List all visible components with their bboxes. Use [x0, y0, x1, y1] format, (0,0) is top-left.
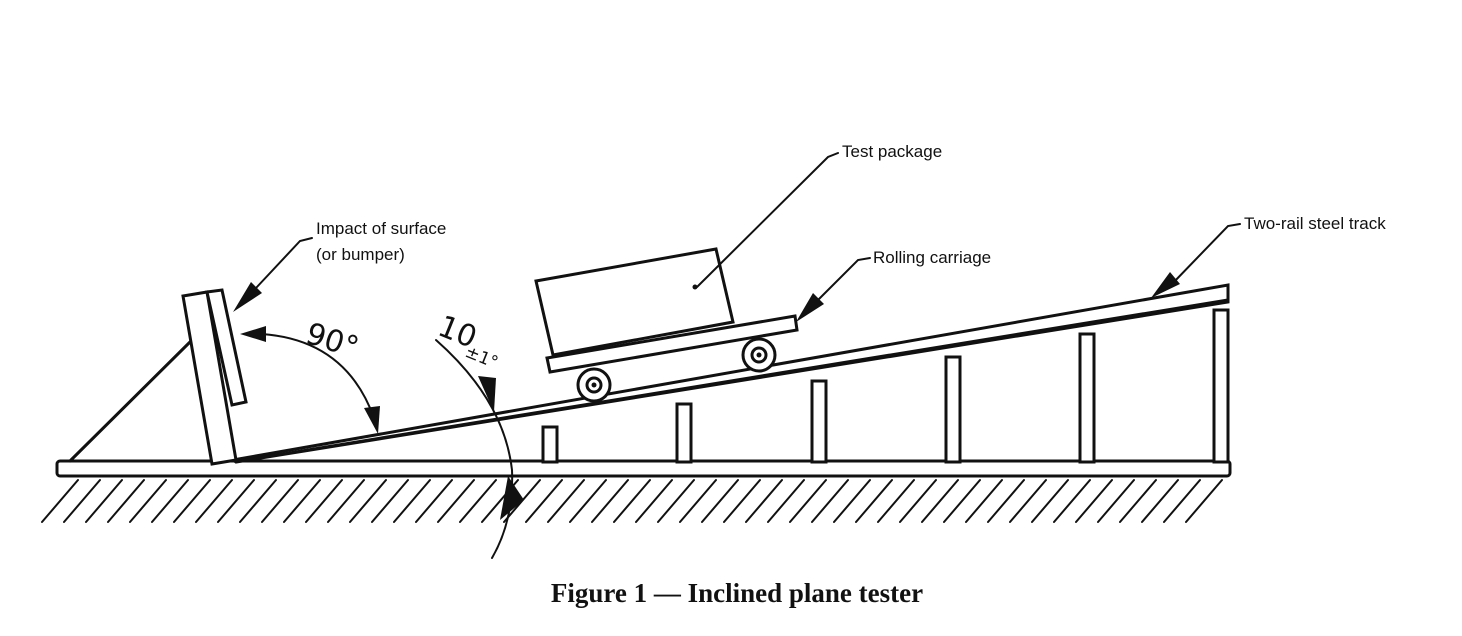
figure-caption: Figure 1 — Inclined plane tester: [551, 578, 923, 608]
hatch-line: [195, 479, 233, 523]
label-impact-surface-line1: Impact of surface: [316, 219, 446, 238]
hatch-line: [107, 479, 145, 523]
label-angle-90: 90°: [302, 316, 363, 366]
leader-rolling-carriage: [796, 257, 871, 322]
test-package: [534, 247, 735, 357]
hatch-line: [1163, 479, 1201, 523]
hatch-line: [811, 479, 849, 523]
hatch-line: [657, 479, 695, 523]
hatch-line: [943, 479, 981, 523]
carriage-wheel-front: [576, 367, 612, 403]
hatch-line: [613, 479, 651, 523]
track-supports: [541, 308, 1230, 464]
hatch-line: [877, 479, 915, 523]
hatch-line: [591, 479, 629, 523]
hatch-line: [789, 479, 827, 523]
label-rolling-carriage: Rolling carriage: [873, 248, 991, 267]
hatch-line: [745, 479, 783, 523]
hatch-line: [63, 479, 101, 523]
hatch-line: [525, 479, 563, 523]
right-angle-arc: [240, 326, 380, 434]
hatch-line: [855, 479, 893, 523]
hatch-line: [767, 479, 805, 523]
hatch-line: [635, 479, 673, 523]
hatch-line: [1097, 479, 1135, 523]
hatch-line: [899, 479, 937, 523]
hatch-line: [701, 479, 739, 523]
hatch-line: [217, 479, 255, 523]
hatch-line: [129, 479, 167, 523]
hatch-line: [41, 479, 79, 523]
hatch-line: [151, 479, 189, 523]
label-two-rail-track: Two-rail steel track: [1244, 214, 1386, 233]
hatch-line: [305, 479, 343, 523]
hatch-line: [921, 479, 959, 523]
hatch-line: [569, 479, 607, 523]
hatch-line: [85, 479, 123, 523]
hatch-line: [239, 479, 277, 523]
hatch-line: [965, 479, 1003, 523]
hatch-line: [1053, 479, 1091, 523]
hatch-line: [547, 479, 585, 523]
hatch-line: [723, 479, 761, 523]
hatch-line: [459, 479, 497, 523]
hatch-line: [1009, 479, 1047, 523]
hatch-line: [987, 479, 1025, 523]
carriage-wheel-rear: [741, 337, 777, 373]
leader-test-package: [696, 152, 839, 288]
hatch-line: [173, 479, 211, 523]
hatch-line: [1075, 479, 1113, 523]
hatch-line: [261, 479, 299, 523]
hatch-line: [415, 479, 453, 523]
hatch-line: [437, 479, 475, 523]
hatch-line: [1119, 479, 1157, 523]
hatch-line: [371, 479, 409, 523]
hatch-line: [349, 479, 387, 523]
hatch-line: [679, 479, 717, 523]
hatch-line: [1031, 479, 1069, 523]
leader-impact-surface: [233, 237, 313, 312]
hatch-line: [1141, 479, 1179, 523]
base-rail: [55, 459, 1232, 478]
ground-hatching: [41, 479, 1223, 523]
label-test-package: Test package: [842, 142, 942, 161]
impact-bumper: [68, 288, 248, 466]
rolling-carriage: [545, 314, 799, 403]
incline-angle-arc: [435, 339, 524, 559]
hatch-line: [283, 479, 321, 523]
hatch-line: [833, 479, 871, 523]
leader-two-rail-track: [1151, 223, 1241, 298]
hatch-line: [1185, 479, 1223, 523]
label-impact-surface-line2: (or bumper): [316, 245, 405, 264]
label-angle-tolerance: ±1°: [462, 342, 501, 373]
hatch-line: [327, 479, 365, 523]
hatch-line: [393, 479, 431, 523]
